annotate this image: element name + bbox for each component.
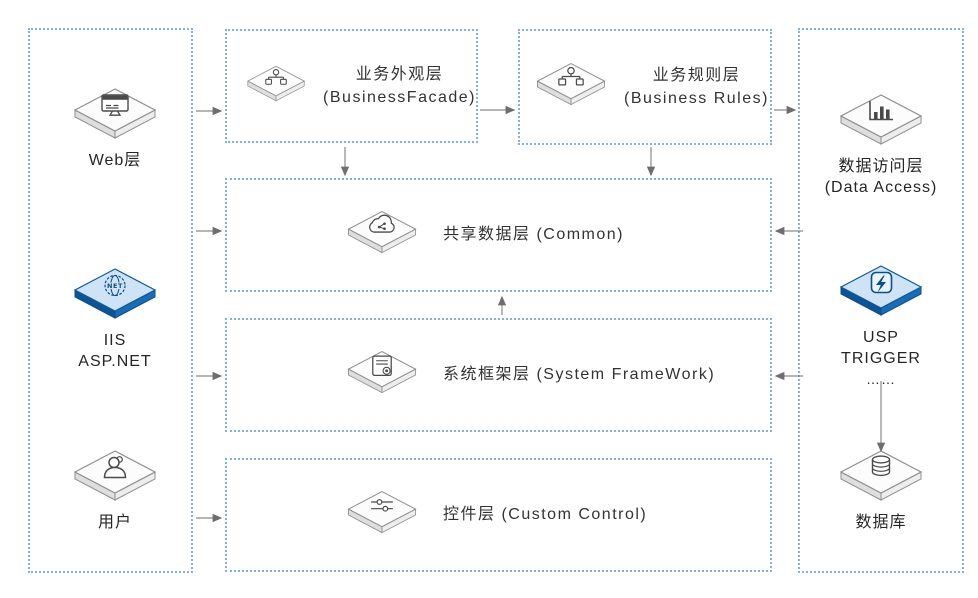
node-label-trigger: TRIGGER <box>841 349 921 367</box>
layer-title-zh: 业务规则层 <box>652 66 741 84</box>
node-label-data-access-zh: 数据访问层 <box>838 158 924 175</box>
user-icon <box>71 448 159 510</box>
node-label-aspnet: ASP.NET <box>78 352 152 370</box>
layer-title-custom-control: 控件层 (Custom Control) <box>443 506 648 524</box>
node-label-usp: USP <box>863 329 899 346</box>
sliders-icon <box>345 489 419 541</box>
node-data-access: 数据访问层 (Data Access) <box>806 92 956 199</box>
layer-title-zh: 业务外观层 <box>355 65 444 83</box>
node-label-iis: IIS <box>103 332 127 349</box>
hierarchy-icon <box>245 60 307 112</box>
layer-title-system-framework: 系统框架层 (System FrameWork) <box>443 366 716 384</box>
node-web-layer: Web层 <box>40 86 190 172</box>
node-label-web: Web层 <box>88 152 142 169</box>
node-label-ellipsis: …… <box>866 370 896 387</box>
layer-title-common: 共享数据层 (Common) <box>443 226 625 244</box>
layer-box-business-facade: 业务外观层 (BusinessFacade) <box>225 29 478 143</box>
trigger-icon <box>837 263 925 325</box>
node-database: 数据库 <box>806 448 956 534</box>
right-column-box <box>798 28 964 573</box>
layer-box-common: 共享数据层 (Common) <box>225 178 772 292</box>
left-column-box <box>28 28 193 573</box>
node-label-data-access-en: (Data Access) <box>824 178 938 196</box>
layer-box-custom-control: 控件层 (Custom Control) <box>225 458 772 572</box>
hierarchy-icon <box>534 61 608 113</box>
layer-box-system-framework: 系统框架层 (System FrameWork) <box>225 318 772 432</box>
layer-box-business-rules: 业务规则层 (Business Rules) <box>518 29 772 145</box>
node-label-user: 用户 <box>97 514 132 531</box>
dotnet-globe-icon <box>71 266 159 328</box>
node-iis-aspnet: IIS ASP.NET <box>40 266 190 373</box>
node-user: 用户 <box>40 448 190 534</box>
web-browser-icon <box>71 86 159 148</box>
cloud-share-icon <box>345 209 419 261</box>
layer-title-en: (BusinessFacade) <box>323 89 476 106</box>
database-icon <box>837 448 925 510</box>
node-label-database: 数据库 <box>855 514 907 531</box>
form-icon <box>345 349 419 401</box>
layer-title-business-facade: 业务外观层 (BusinessFacade) <box>323 63 476 109</box>
bar-chart-icon <box>837 92 925 154</box>
node-usp-trigger: USP TRIGGER …… <box>806 263 956 388</box>
layer-title-en: (Business Rules) <box>624 90 769 107</box>
layer-title-business-rules: 业务规则层 (Business Rules) <box>624 64 769 110</box>
